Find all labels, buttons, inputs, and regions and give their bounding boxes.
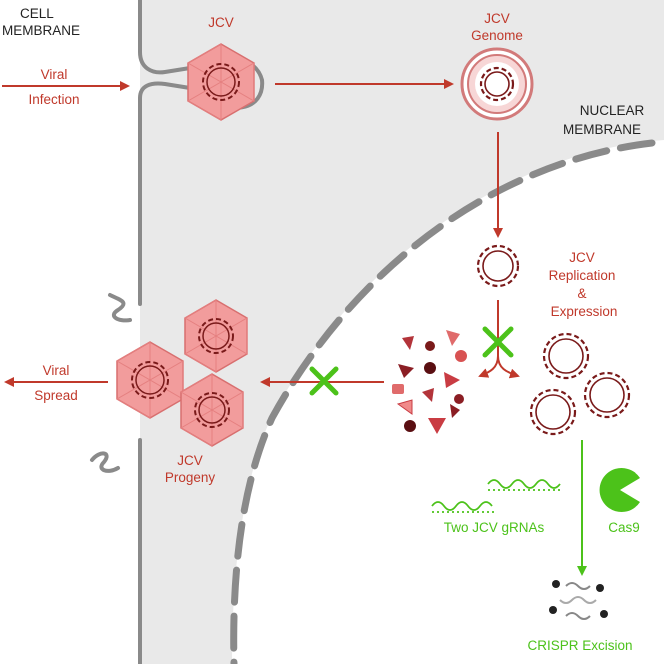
label-viral-spread-2: Spread (34, 388, 78, 403)
label-cas9: Cas9 (608, 520, 640, 535)
jcv-genome-replicating (476, 244, 520, 288)
jcv-virion-entering (186, 43, 255, 121)
label-cell-membrane-1: CELL (20, 6, 54, 21)
jcv-genome-vesicle (460, 47, 534, 121)
inhibition-x-progeny (309, 366, 339, 396)
label-nuclear-membrane-1: NUCLEAR (580, 103, 645, 118)
label-jcv-genome-2: Genome (471, 28, 523, 43)
label-jcv: JCV (208, 15, 234, 30)
grna-strands (431, 479, 561, 513)
label-viral-spread-1: Viral (43, 363, 70, 378)
crispr-fragments (549, 580, 608, 620)
label-crispr-excision: CRISPR Excision (527, 638, 632, 653)
label-jcv-genome-1: JCV (484, 11, 510, 26)
jcv-progeny-virions (115, 299, 248, 447)
label-nuclear-membrane-2: MEMBRANE (563, 122, 641, 137)
jcv-genome-copies (529, 332, 631, 436)
label-jcv-progeny-2: Progeny (165, 470, 216, 485)
label-replication-4: Expression (551, 304, 618, 319)
label-replication-1: JCV (569, 250, 595, 265)
viral-proteins (392, 330, 467, 434)
label-viral-infection-1: Viral (41, 67, 68, 82)
label-two-jcv-grnas: Two JCV gRNAs (444, 520, 545, 535)
green-x-marks (309, 326, 514, 396)
arrow-to-copies (497, 355, 520, 379)
label-replication-3: & (577, 286, 586, 301)
label-jcv-progeny-1: JCV (177, 453, 203, 468)
inhibition-x-replication (482, 326, 514, 358)
label-cell-membrane-2: MEMBRANE (2, 23, 80, 38)
label-viral-infection-2: Infection (28, 92, 79, 107)
cas9-icon (599, 468, 640, 513)
nuclear-membrane (230, 139, 656, 664)
label-replication-2: Replication (549, 268, 616, 283)
nucleus-interior (232, 140, 664, 664)
